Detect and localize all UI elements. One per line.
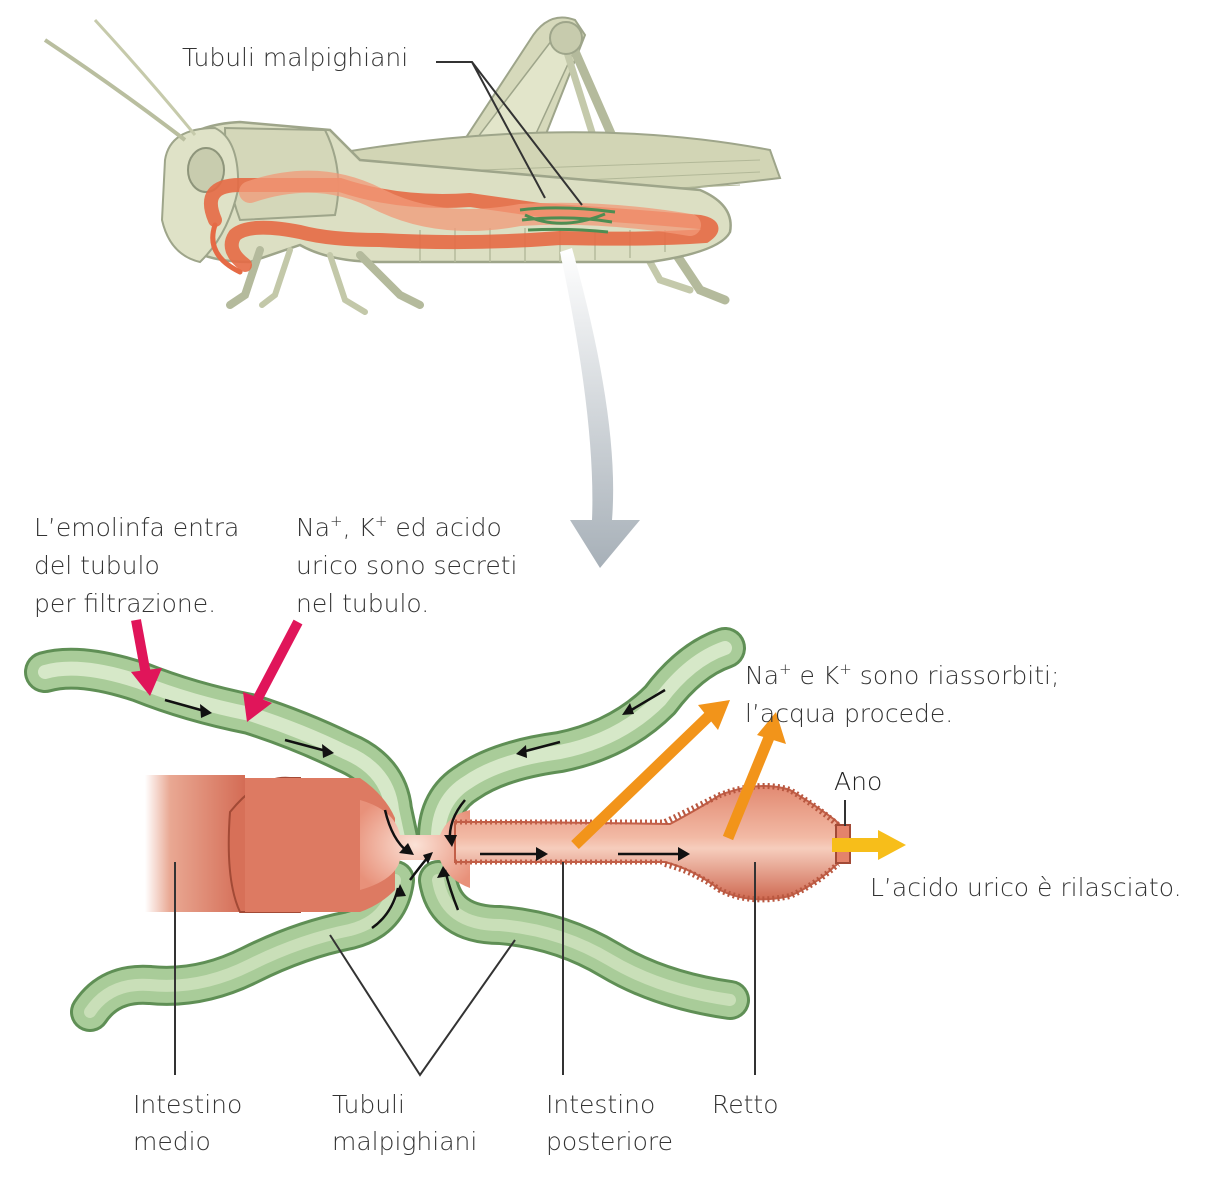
leader-lines xyxy=(174,800,846,1077)
top-tubules-label: Tubuli malpighiani xyxy=(182,43,409,72)
reabsorption-arrow-1 xyxy=(571,711,714,849)
hemolymph-arrow xyxy=(131,619,152,681)
hemolymph-label-line2: del tubulo xyxy=(34,551,160,580)
anus-label: Ano xyxy=(834,767,883,796)
hindgut-label-line2: posteriore xyxy=(546,1127,674,1156)
rectum-label: Retto xyxy=(712,1090,779,1119)
tubules-in-body xyxy=(519,206,616,234)
hindgut xyxy=(454,785,846,901)
knee-joint xyxy=(549,21,583,55)
gut xyxy=(145,775,851,913)
tubules-leader xyxy=(329,934,516,1077)
uric-acid-released-label: L’acido urico è rilasciato. xyxy=(870,873,1182,902)
zoom-connector-arrow xyxy=(560,248,640,568)
reabsorption-label-line1: Na+ e K+ sono riassorbiti; xyxy=(745,659,1060,690)
secretion-label-line3: nel tubulo. xyxy=(296,589,430,618)
excretion-arrow xyxy=(832,830,906,860)
secretion-label-line2: urico sono secreti xyxy=(296,551,518,580)
rectum-wall-top xyxy=(663,783,840,828)
midgut-label-line2: medio xyxy=(133,1127,211,1156)
antenna-2 xyxy=(93,18,197,136)
hemolymph-label-line1: L’emolinfa entra xyxy=(34,513,240,542)
antenna-1 xyxy=(43,38,187,142)
front-leg xyxy=(226,246,264,309)
middle-leg xyxy=(356,251,424,309)
reabsorption-arrow-2 xyxy=(722,732,776,841)
tubules-label-line1: Tubuli xyxy=(332,1090,405,1119)
flow-arrowheads xyxy=(200,703,690,897)
secretion-label-line1: Na+, K+ ed acido xyxy=(296,511,502,542)
tubules-label-line2: malpighiani xyxy=(332,1127,478,1156)
input-arrows xyxy=(131,619,303,722)
hemolymph-label-line3: per filtrazione. xyxy=(34,589,217,618)
reabsorption-arrows xyxy=(571,700,786,849)
hindgut-label-line1: Intestino xyxy=(546,1090,656,1119)
secretion-arrow xyxy=(253,619,303,701)
rectum-wall-bottom xyxy=(664,861,841,903)
midgut-body xyxy=(245,778,395,912)
midgut-label-line1: Intestino xyxy=(133,1090,243,1119)
reabsorption-label-line2: l’acqua procede. xyxy=(745,699,954,728)
compound-eye xyxy=(187,147,225,193)
grasshopper-illustration xyxy=(43,16,782,315)
top-tubules-leader xyxy=(436,61,583,206)
midgut xyxy=(145,775,245,912)
